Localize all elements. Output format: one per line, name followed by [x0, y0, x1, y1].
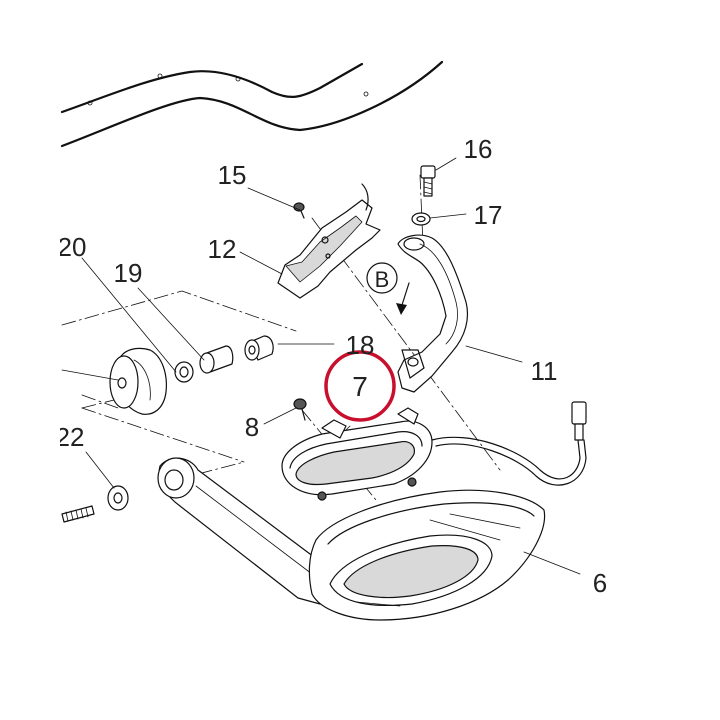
part-labels: 15 16 17 12 20 19 18 11 7 8 22 6 [56, 134, 608, 598]
label-part-7: 7 [352, 371, 368, 402]
support-arm-part-11 [397, 234, 469, 393]
mirror-stem [157, 457, 337, 605]
lamp-wire-connector [431, 401, 587, 486]
screw-part-15 [293, 202, 305, 219]
label-part-6: 6 [593, 568, 607, 598]
label-part-8: 8 [245, 412, 259, 442]
label-part-17: 17 [474, 200, 503, 230]
arrow-head-icon [396, 303, 407, 315]
bracket-part-12 [277, 183, 381, 299]
washer-part-22 [107, 485, 129, 511]
washer-part-17 [411, 212, 431, 226]
label-part-16: 16 [464, 134, 493, 164]
highlight-circle [324, 350, 396, 422]
mirror-housing-part-6 [308, 489, 546, 621]
bush-part-19 [174, 361, 194, 383]
assembly-center-lines [61, 174, 501, 501]
indicator-lamp-part-7 [281, 407, 433, 501]
label-part-18: 18 [346, 330, 375, 360]
label-part-19: 19 [114, 258, 143, 288]
screw-part-8 [293, 398, 307, 421]
label-part-22: 22 [56, 422, 85, 452]
view-b-circle [366, 262, 398, 294]
label-part-11: 11 [531, 356, 558, 386]
end-cap-part-20 [109, 347, 167, 415]
left-crop-mask [0, 0, 60, 720]
view-b-label: B [375, 267, 390, 292]
threaded-rod [61, 505, 95, 523]
spacer-part-18 [199, 335, 274, 374]
fairing-outline [60, 60, 444, 148]
bolt-part-16 [420, 165, 436, 197]
label-part-12: 12 [208, 234, 237, 264]
leader-lines [61, 157, 581, 575]
label-part-20: 20 [58, 232, 87, 262]
label-part-15: 15 [218, 160, 247, 190]
view-b-callout: B [366, 262, 410, 315]
